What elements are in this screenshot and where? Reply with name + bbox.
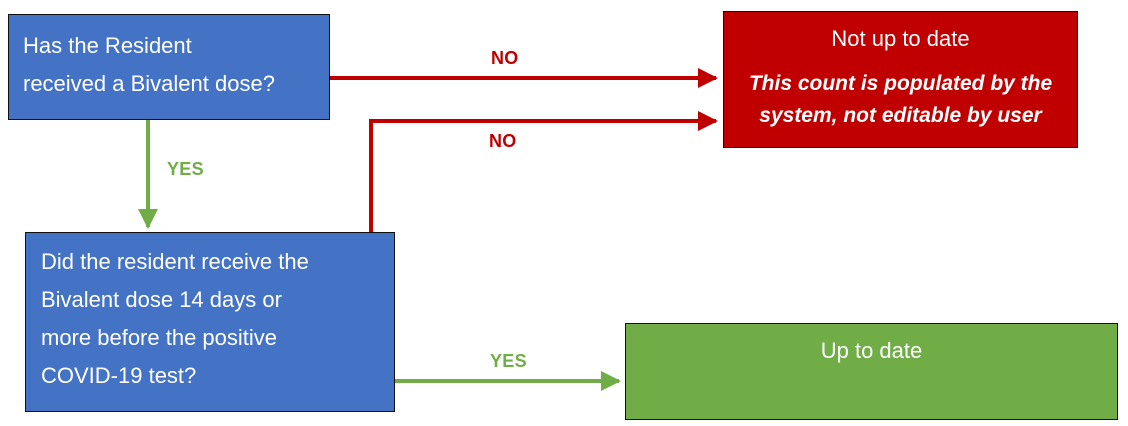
edge-label-has-bivalent-no: NO [491,48,519,68]
outcome-not-up-to-date-note: This count is populated by the system, n… [748,72,1053,127]
outcome-not-up-to-date-label: Not up to date [831,26,970,51]
edge-fourteen-days-no [369,111,718,232]
edge-label-fourteen-days-no: NO [489,131,517,151]
decision-has-bivalent-dose[interactable]: Has the Resident received a Bivalent dos… [8,14,330,120]
outcome-not-up-to-date[interactable]: Not up to date This count is populated b… [723,11,1078,148]
decision-has-bivalent-dose-label: Has the Resident received a Bivalent dos… [23,33,275,96]
decision-fourteen-days-before-test[interactable]: Did the resident receive the Bivalent do… [25,232,395,412]
outcome-up-to-date-label: Up to date [820,338,923,363]
outcome-up-to-date[interactable]: Up to date [625,323,1118,420]
edge-label-has-bivalent-yes: YES [167,159,204,179]
edge-label-fourteen-days-yes: YES [490,351,527,371]
decision-fourteen-days-before-test-label: Did the resident receive the Bivalent do… [41,249,309,388]
